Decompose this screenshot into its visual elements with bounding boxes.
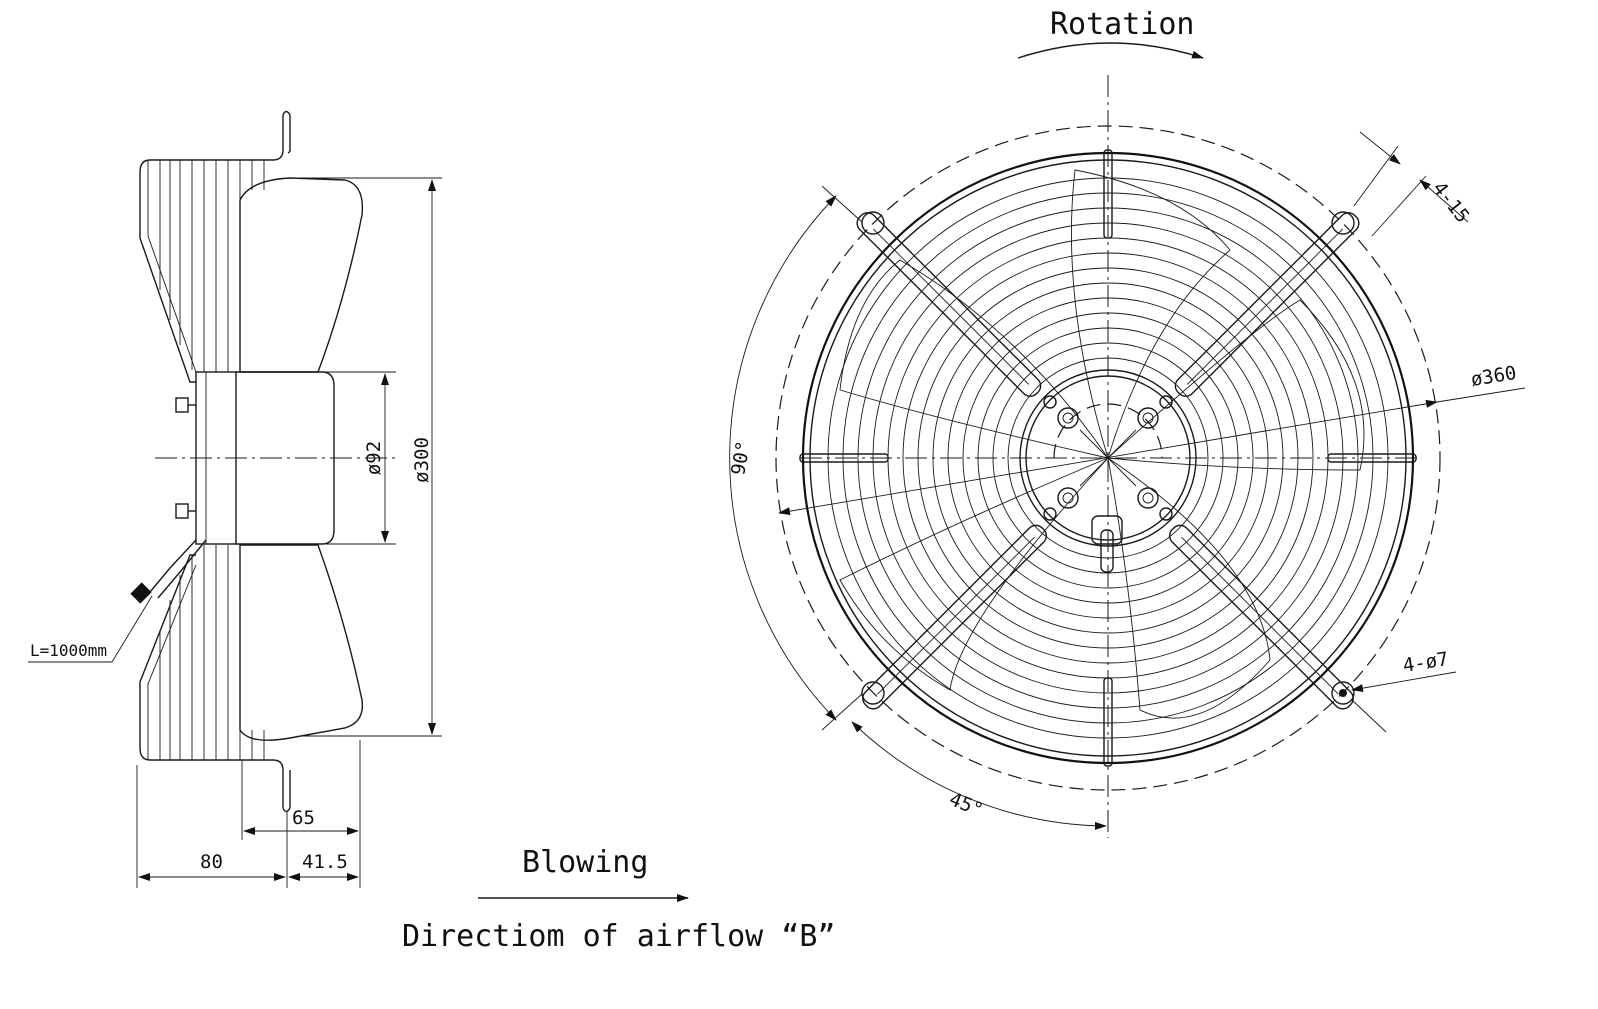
dimension-41-5: 41.5 xyxy=(288,851,359,881)
label-d300: ø300 xyxy=(411,437,433,483)
label-d360: ø360 xyxy=(1469,362,1518,391)
front-view: Rotation ø360 4-15 4-ø7 90° xyxy=(727,7,1526,838)
dimension-d92: ø92 xyxy=(325,371,396,545)
label-blowing: Blowing xyxy=(522,845,648,880)
dimension-4-15: 4-15 xyxy=(1353,131,1474,237)
label-4-15: 4-15 xyxy=(1428,178,1474,228)
label-65: 65 xyxy=(292,807,315,829)
airflow-annotation: Blowing Directiom of airflow “B” xyxy=(402,845,835,954)
label-41-5: 41.5 xyxy=(302,851,348,873)
dimension-80: 80 xyxy=(136,765,288,888)
side-blades xyxy=(239,177,364,741)
label-cable-length: L=1000mm xyxy=(30,641,107,660)
label-airflow-direction: Directiom of airflow “B” xyxy=(402,919,835,954)
rotation-indicator: Rotation xyxy=(1017,7,1204,59)
label-80: 80 xyxy=(200,851,223,873)
dimension-d300: ø300 xyxy=(300,177,442,737)
label-45: 45° xyxy=(946,788,986,821)
label-4-d7: 4-ø7 xyxy=(1401,648,1450,677)
cable-length-leader: L=1000mm xyxy=(28,595,153,663)
mounting-arms xyxy=(856,212,1360,710)
side-guard-basket xyxy=(139,110,291,813)
dimension-65: 65 xyxy=(241,740,361,888)
label-d92: ø92 xyxy=(363,441,385,475)
label-90: 90° xyxy=(727,439,755,477)
angle-45: 45° xyxy=(851,721,1107,830)
side-view: ø300 ø92 L=1000mm 65 80 xyxy=(28,110,442,888)
hole-callout-4-d7: 4-ø7 xyxy=(1351,648,1457,733)
mounting-holes xyxy=(861,211,1355,705)
label-rotation: Rotation xyxy=(1050,7,1195,42)
mounting-hole-circle xyxy=(775,125,1441,791)
side-motor xyxy=(130,371,335,604)
